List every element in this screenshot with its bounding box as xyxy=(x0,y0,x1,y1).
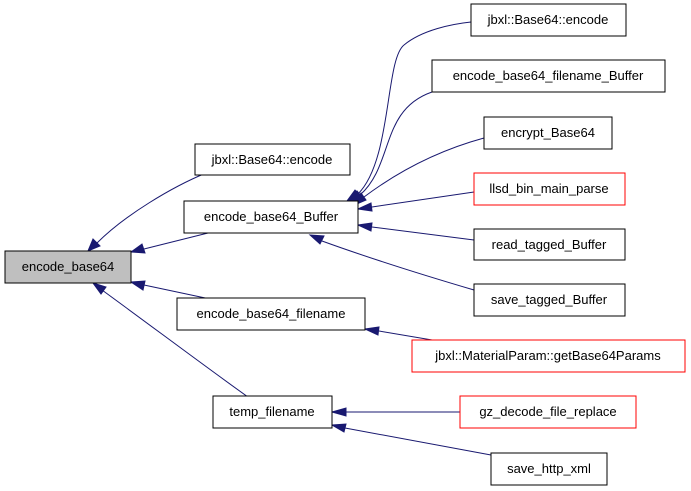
node-label: encode_base64_filename xyxy=(197,306,346,321)
edge-save-tagged-to-buffer xyxy=(321,240,475,291)
edge-jbxl-encode-2-to-buffer xyxy=(357,21,472,195)
edge-filename-to-encode-base64 xyxy=(143,284,211,300)
edge-llsd-to-buffer xyxy=(371,191,475,208)
edge-filename-buffer-to-buffer xyxy=(359,91,433,196)
node-label: save_http_xml xyxy=(507,461,591,476)
node-label: jbxl::Base64::encode xyxy=(487,12,609,27)
arrowhead xyxy=(129,280,146,291)
arrowhead xyxy=(356,202,373,212)
edge-read-tagged-to-buffer xyxy=(371,226,475,241)
node-encrypt-base64[interactable]: encrypt_Base64 xyxy=(483,116,613,150)
edge-jbxl-encode-to-encode-base64 xyxy=(96,172,207,244)
node-jbxl-base64-encode-1[interactable]: jbxl::Base64::encode xyxy=(194,143,351,176)
node-temp-filename[interactable]: temp_filename xyxy=(212,395,333,429)
arrowhead xyxy=(129,243,146,254)
node-gz-decode-file-replace[interactable]: gz_decode_file_replace xyxy=(459,395,637,429)
arrowhead xyxy=(308,234,325,245)
node-jbxl-base64-encode-2[interactable]: jbxl::Base64::encode xyxy=(470,3,627,37)
node-label: read_tagged_Buffer xyxy=(492,237,607,252)
node-label: jbxl::MaterialParam::getBase64Params xyxy=(434,348,661,363)
node-encode-base64-filename[interactable]: encode_base64_filename xyxy=(176,297,366,331)
arrowhead xyxy=(87,238,101,252)
node-label: save_tagged_Buffer xyxy=(491,292,608,307)
arrowhead xyxy=(91,282,107,295)
node-label: temp_filename xyxy=(229,404,314,419)
arrowhead xyxy=(363,326,380,336)
arrowhead xyxy=(330,423,347,433)
node-encode-base64-filename-buffer[interactable]: encode_base64_filename_Buffer xyxy=(431,59,666,93)
node-read-tagged-buffer[interactable]: read_tagged_Buffer xyxy=(473,228,626,261)
arrowhead xyxy=(330,407,347,417)
edge-temp-filename-to-encode-base64 xyxy=(101,289,249,398)
node-label: jbxl::Base64::encode xyxy=(211,152,333,167)
node-label: encrypt_Base64 xyxy=(501,125,595,140)
node-jbxl-materialparam-getbase64params[interactable]: jbxl::MaterialParam::getBase64Params xyxy=(411,339,686,373)
node-llsd-bin-main-parse[interactable]: llsd_bin_main_parse xyxy=(473,172,626,206)
node-label: llsd_bin_main_parse xyxy=(489,181,608,196)
node-label: encode_base64 xyxy=(22,259,115,274)
node-label: gz_decode_file_replace xyxy=(479,404,616,419)
edges xyxy=(87,21,492,456)
node-label: encode_base64_filename_Buffer xyxy=(453,68,644,83)
edge-save-http-xml-to-temp xyxy=(344,427,492,456)
node-label: encode_base64_Buffer xyxy=(204,209,339,224)
node-save-tagged-buffer[interactable]: save_tagged_Buffer xyxy=(473,283,626,317)
edge-buffer-to-encode-base64 xyxy=(143,232,209,250)
arrowhead xyxy=(356,222,373,232)
edge-encrypt-to-buffer xyxy=(363,137,485,198)
node-save-http-xml[interactable]: save_http_xml xyxy=(490,452,608,486)
node-encode-base64[interactable]: encode_base64 xyxy=(4,250,132,284)
node-encode-base64-buffer[interactable]: encode_base64_Buffer xyxy=(183,200,359,234)
